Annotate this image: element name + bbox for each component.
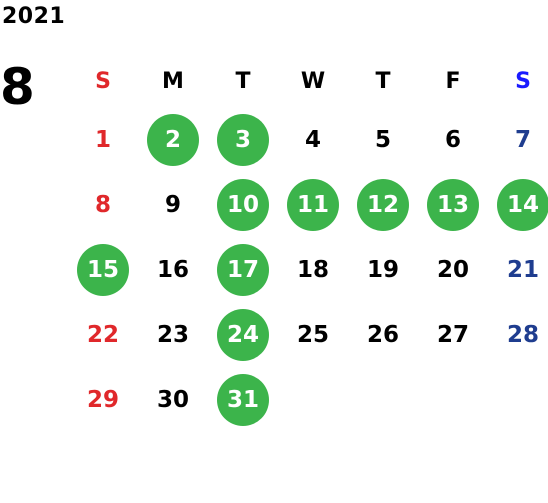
calendar-day[interactable]: 7 (488, 107, 548, 172)
calendar-day-highlighted[interactable]: 11 (278, 172, 348, 237)
calendar-day-number: 19 (366, 256, 399, 283)
calendar-day-number: 28 (506, 321, 539, 348)
weekday-header-row: S M T W T F S (68, 55, 548, 107)
calendar-day-number: 24 (226, 321, 259, 348)
calendar-day-number: 20 (436, 256, 469, 283)
calendar-day-number: 30 (156, 386, 189, 413)
calendar-day-empty (348, 367, 418, 432)
calendar-day-highlighted[interactable]: 10 (208, 172, 278, 237)
calendar-day[interactable]: 21 (488, 237, 548, 302)
calendar-day-highlighted[interactable]: 31 (208, 367, 278, 432)
calendar-day-highlighted[interactable]: 2 (138, 107, 208, 172)
calendar-month: 8 (0, 58, 35, 116)
calendar-day-number: 8 (94, 191, 111, 218)
weekday-tuesday: T (235, 68, 251, 94)
calendar-day[interactable]: 25 (278, 302, 348, 367)
calendar-day-number: 2 (164, 126, 181, 153)
calendar-week-row: 15 16 17 18 19 20 21 (68, 237, 548, 302)
calendar-day-number: 23 (156, 321, 189, 348)
calendar-day[interactable]: 28 (488, 302, 548, 367)
calendar-day[interactable]: 6 (418, 107, 488, 172)
calendar-week-row: 1 2 3 4 5 6 7 (68, 107, 548, 172)
calendar-day-number: 29 (86, 386, 119, 413)
calendar-day[interactable]: 23 (138, 302, 208, 367)
calendar-day-number: 15 (86, 256, 119, 283)
calendar-year: 2021 (2, 4, 66, 29)
calendar-day-highlighted[interactable]: 15 (68, 237, 138, 302)
calendar-day-highlighted[interactable]: 3 (208, 107, 278, 172)
calendar-day[interactable]: 4 (278, 107, 348, 172)
calendar-day[interactable]: 27 (418, 302, 488, 367)
calendar-day-number: 26 (366, 321, 399, 348)
calendar-day-number: 25 (296, 321, 329, 348)
calendar-day-number: 27 (436, 321, 469, 348)
calendar-day-number: 13 (436, 191, 469, 218)
calendar-day-number: 6 (444, 126, 461, 153)
calendar-day-highlighted[interactable]: 14 (488, 172, 548, 237)
calendar-day-number: 14 (506, 191, 539, 218)
calendar-day-highlighted[interactable]: 13 (418, 172, 488, 237)
calendar-day[interactable]: 22 (68, 302, 138, 367)
calendar-day[interactable]: 29 (68, 367, 138, 432)
calendar-day-number: 18 (296, 256, 329, 283)
calendar-day[interactable]: 16 (138, 237, 208, 302)
calendar-day-number: 16 (156, 256, 189, 283)
calendar-day-number: 12 (366, 191, 399, 218)
weekday-thursday: T (375, 68, 391, 94)
calendar-day-highlighted[interactable]: 17 (208, 237, 278, 302)
calendar-day[interactable]: 20 (418, 237, 488, 302)
calendar-day-number: 11 (296, 191, 329, 218)
calendar-day-highlighted[interactable]: 24 (208, 302, 278, 367)
calendar-day[interactable]: 8 (68, 172, 138, 237)
weekday-friday: F (445, 68, 461, 94)
calendar-day-number: 10 (226, 191, 259, 218)
calendar-day-number: 5 (374, 126, 391, 153)
calendar-day[interactable]: 19 (348, 237, 418, 302)
calendar-day-number: 17 (226, 256, 259, 283)
calendar-day[interactable]: 5 (348, 107, 418, 172)
calendar-day-highlighted[interactable]: 12 (348, 172, 418, 237)
calendar-day-number: 31 (226, 386, 259, 413)
calendar-week-row: 29 30 31 (68, 367, 548, 432)
calendar-day-empty (488, 367, 548, 432)
calendar-day-number: 7 (514, 126, 531, 153)
weekday-sunday: S (95, 68, 111, 94)
calendar-day-empty (418, 367, 488, 432)
weekday-saturday: S (515, 68, 531, 94)
calendar-day-number: 22 (86, 321, 119, 348)
calendar-day-empty (278, 367, 348, 432)
calendar-day[interactable]: 30 (138, 367, 208, 432)
calendar-day[interactable]: 18 (278, 237, 348, 302)
calendar-day-number: 4 (304, 126, 321, 153)
calendar-day[interactable]: 9 (138, 172, 208, 237)
weekday-wednesday: W (300, 68, 326, 94)
calendar-day[interactable]: 1 (68, 107, 138, 172)
calendar-day-number: 21 (506, 256, 539, 283)
calendar-day-number: 1 (94, 126, 111, 153)
calendar-week-row: 8 9 10 11 12 13 14 (68, 172, 548, 237)
calendar-week-row: 22 23 24 25 26 27 28 (68, 302, 548, 367)
weekday-monday: M (162, 68, 184, 94)
calendar-day-number: 9 (164, 191, 181, 218)
calendar-day[interactable]: 26 (348, 302, 418, 367)
calendar-day-number: 3 (234, 126, 251, 153)
